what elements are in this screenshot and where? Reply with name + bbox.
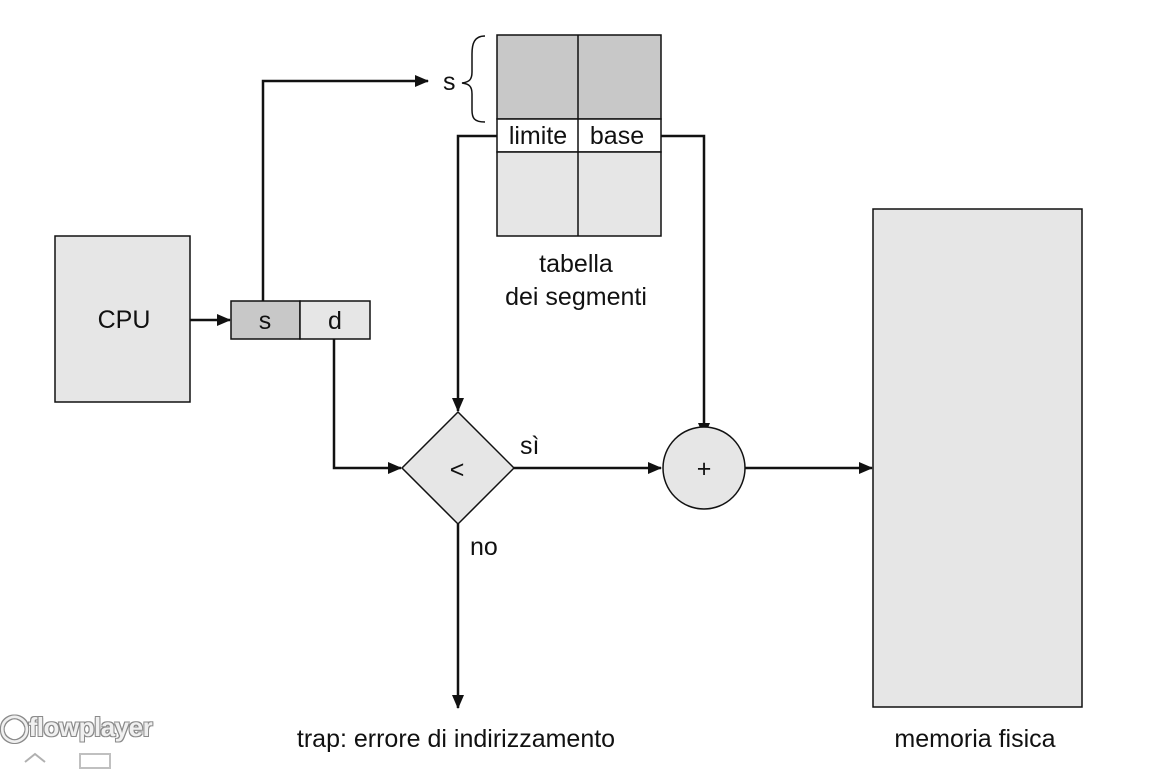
memory-label: memoria fisica: [894, 725, 1055, 753]
cpu-block: CPU: [54, 235, 191, 403]
adder-node: +: [662, 426, 746, 510]
no-label: no: [470, 533, 498, 561]
brace-icon: [461, 35, 486, 123]
table-caption-line2: dei segmenti: [505, 283, 647, 311]
physical-memory-block: [872, 208, 1083, 708]
player-controls-hint: [20, 748, 140, 769]
flowplayer-watermark: ◯flowplayer: [0, 712, 153, 742]
logical-address: s d: [230, 300, 371, 340]
base-column-label: base: [590, 122, 644, 150]
base-to-adder-arrow: [661, 134, 710, 437]
limit-column-label: limite: [509, 122, 567, 150]
address-s-label: s: [259, 307, 272, 335]
table-selector-label: s: [443, 68, 456, 96]
flowplayer-logo-icon: ◯: [0, 712, 29, 742]
limit-to-comparator-arrow: [452, 134, 497, 412]
segment-index-arrow: [261, 75, 429, 301]
adder-symbol: +: [697, 455, 712, 483]
address-segment-field: [230, 300, 301, 340]
trap-label: trap: errore di indirizzamento: [297, 725, 615, 753]
comparator-node: <: [400, 410, 516, 526]
address-d-label: d: [328, 307, 342, 335]
segment-table: limite base: [496, 34, 662, 237]
yes-label: sì: [520, 432, 539, 460]
table-caption-line1: tabella: [539, 250, 613, 278]
cpu-label: CPU: [98, 306, 151, 334]
comparator-symbol: <: [450, 456, 465, 484]
offset-to-comparator-arrow: [332, 339, 402, 474]
